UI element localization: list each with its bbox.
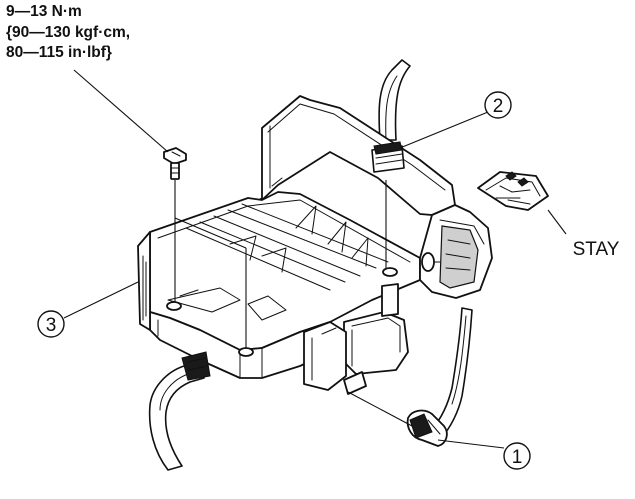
callout-3-label: 3 bbox=[46, 315, 57, 336]
bolt-guide-lines bbox=[166, 180, 398, 357]
torque-specification: 9—13 N·m {90—130 kgf·cm, 80—115 in·lbf} bbox=[6, 2, 130, 64]
leader-lines bbox=[63, 69, 567, 449]
callout-1-leader-line bbox=[437, 439, 505, 449]
torque-spec-inlbf: 80—115 in·lbf} bbox=[6, 44, 112, 61]
upper-hose-clamp bbox=[371, 141, 405, 173]
callout-1-label: 1 bbox=[512, 447, 523, 468]
torque-leader-line bbox=[73, 69, 169, 153]
stay-label: STAY bbox=[573, 239, 620, 260]
callout-3: 3 bbox=[37, 310, 65, 338]
stay-bracket bbox=[477, 171, 549, 211]
callout-2-label: 2 bbox=[493, 96, 504, 117]
callout-2: 2 bbox=[484, 91, 512, 119]
valve-assembly bbox=[303, 204, 493, 395]
callout-2-leader-line bbox=[399, 111, 489, 149]
torque-spec-kgfcm: {90—130 kgf·cm, bbox=[6, 23, 131, 41]
mounting-bolt bbox=[163, 147, 187, 180]
callout-3-leader-line bbox=[63, 281, 139, 319]
torque-spec-nm: 9—13 N·m bbox=[6, 3, 82, 20]
upper-hose bbox=[378, 59, 411, 141]
lower-left-hose bbox=[148, 351, 211, 471]
lower-right-hose bbox=[406, 307, 473, 447]
stay-leader-line bbox=[547, 209, 567, 235]
callout-1: 1 bbox=[503, 442, 531, 470]
charcoal-canister bbox=[137, 95, 456, 379]
